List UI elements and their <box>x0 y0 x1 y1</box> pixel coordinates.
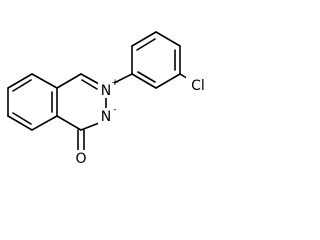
bond <box>111 73 133 85</box>
bond <box>56 73 82 89</box>
bond-double-inner <box>81 79 98 90</box>
bond-inner <box>12 112 32 125</box>
atom-o: O <box>73 150 89 167</box>
atom-n-minus: N - <box>98 105 117 125</box>
atom-n-plus: N + <box>98 78 119 99</box>
atom-n-plus-symbol: N <box>101 83 111 99</box>
atom-n-plus-charge: + <box>111 78 119 88</box>
bonds-chlorophenyl-ring <box>111 31 191 89</box>
bond <box>131 31 157 47</box>
structure-diagram: N + N - O Cl <box>7 31 208 167</box>
bond <box>31 115 58 131</box>
bond <box>131 73 157 89</box>
bond <box>155 73 181 89</box>
bond <box>56 115 82 131</box>
atom-cl: Cl <box>186 77 208 94</box>
bond <box>31 73 58 89</box>
bond-inner <box>12 79 32 92</box>
bond <box>155 31 181 47</box>
atom-o-symbol: O <box>75 151 86 167</box>
bond <box>7 73 33 89</box>
bond-inner <box>137 71 156 83</box>
bond <box>80 122 100 131</box>
atom-n-minus-symbol: N <box>101 109 111 125</box>
bond <box>80 73 100 85</box>
atom-cl-symbol: Cl <box>191 78 205 94</box>
bond <box>7 115 33 131</box>
bond-inner <box>136 38 156 51</box>
atom-n-minus-charge: - <box>113 105 116 115</box>
bonds-benzo-ring <box>7 73 58 131</box>
bonds-diazine-ring <box>56 73 107 151</box>
